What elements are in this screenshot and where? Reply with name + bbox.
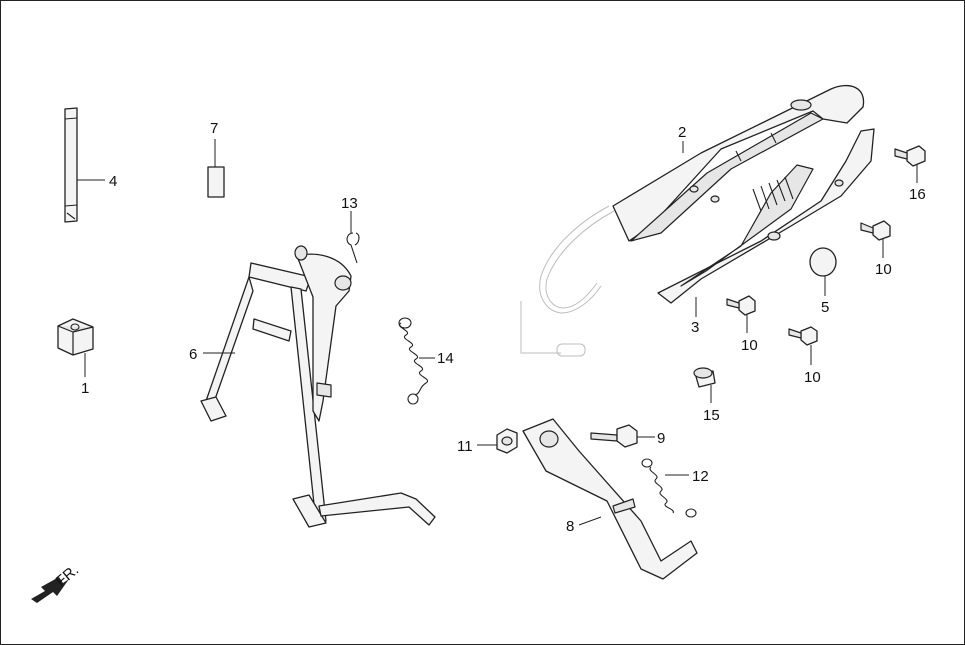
callout-12: 13 <box>341 195 358 212</box>
part-12-cotter-pin <box>346 232 360 264</box>
part-1-bracket <box>57 318 94 356</box>
part-10-bolt-c <box>788 326 818 346</box>
part-7-pad <box>207 166 225 198</box>
part-11-nut <box>496 428 518 454</box>
callout-13: 14 <box>437 350 454 367</box>
part-15-bushing <box>693 367 716 388</box>
leader-8 <box>578 516 602 526</box>
part-10-bolt-b <box>726 295 756 316</box>
part-2-chain-cover-upper <box>612 84 865 242</box>
callout-8: 8 <box>566 518 574 535</box>
part-16-bolt <box>894 145 926 167</box>
part-6-main-stand <box>200 245 436 528</box>
part-13-spring <box>398 317 429 405</box>
callout-15: 15 <box>703 407 720 424</box>
part-9-bolt <box>590 424 638 448</box>
drive-chain-ghost <box>520 205 615 357</box>
part-5-cap <box>809 247 837 277</box>
front-direction-arrow: FR. <box>31 562 82 603</box>
part-4-strip <box>64 107 78 223</box>
callout-9: 9 <box>657 430 665 447</box>
callout-10-middle: 10 <box>741 337 758 354</box>
callout-4: 4 <box>109 173 117 190</box>
callout-16: 16 <box>909 186 926 203</box>
part-14-spring <box>641 458 697 518</box>
callout-7: 7 <box>210 120 218 137</box>
part-10-bolt-a <box>860 220 891 241</box>
part-3-chain-cover-lower <box>657 128 875 304</box>
callout-10-lower: 10 <box>804 369 821 386</box>
part-8-side-stand <box>522 418 698 580</box>
callout-5: 5 <box>821 299 829 316</box>
callout-10-upper: 10 <box>875 261 892 278</box>
callout-2: 2 <box>678 124 686 141</box>
callout-14: 12 <box>692 468 709 485</box>
callout-6: 6 <box>189 346 197 363</box>
callout-3: 3 <box>691 319 699 336</box>
callout-1: 1 <box>81 380 89 397</box>
callout-11: 11 <box>457 438 473 455</box>
